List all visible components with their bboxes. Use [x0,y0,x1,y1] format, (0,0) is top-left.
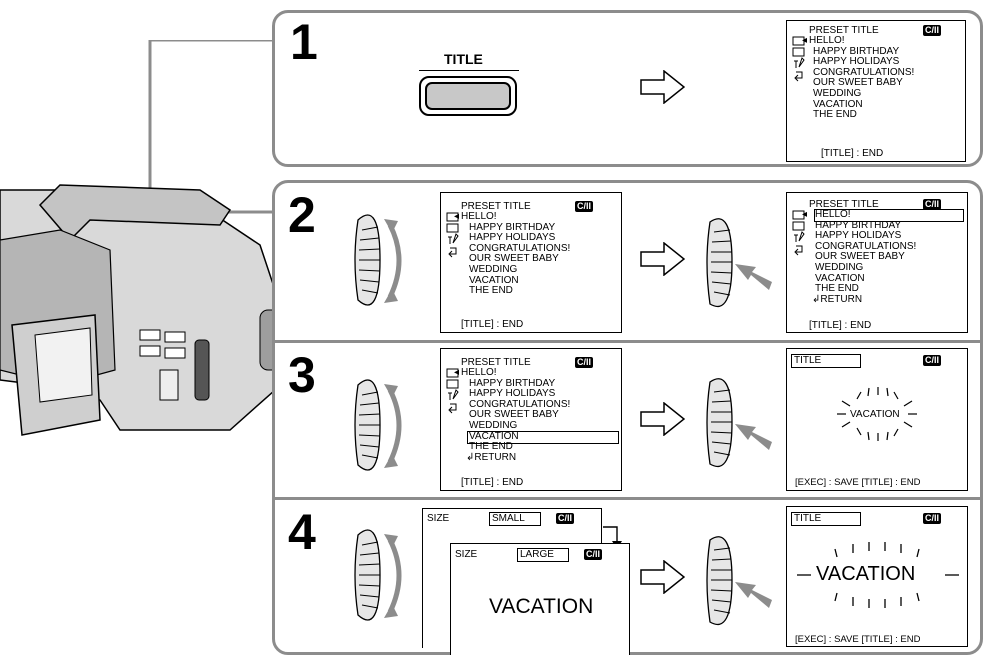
next-arrow-icon [640,560,685,594]
menu-item-return[interactable]: RETURN [820,293,863,305]
selection-highlight [467,431,619,444]
control-dial-rotate-icon [354,529,402,621]
step-number: 1 [290,14,318,70]
screen-footer: [EXEC] : SAVE [TITLE] : END [795,634,921,645]
size-label: SIZE [427,513,450,524]
title-button[interactable] [419,76,517,116]
menu-item[interactable]: WEDDING [815,261,864,273]
divider [274,340,981,343]
menu-icons [792,210,805,256]
menu-item[interactable]: THE END [815,283,859,295]
preset-title-screen: PRESET TITLE C/II ◂HELLO! HAPPY BIRTHDAY… [440,348,622,491]
title-preview-text: VACATION [816,563,916,585]
menu-list: ◂HELLO! HAPPY BIRTHDAY HAPPY HOLIDAYS CO… [802,209,917,305]
control-dial-press-icon [706,218,772,308]
title-button-rail [419,70,519,71]
menu-item[interactable]: THE END [469,285,513,297]
battery-icon: C/II [923,25,942,36]
title-label: TITLE [791,354,861,368]
menu-item[interactable]: HAPPY HOLIDAYS [813,56,900,68]
size-label: SIZE [455,549,478,560]
title-preview-screen: TITLE C/II VACATION [EXEC] : SAVE [TITLE… [786,348,968,491]
menu-header: PRESET TITLE [809,25,879,36]
selection-highlight [814,209,964,222]
battery-icon: C/II [556,513,575,524]
control-dial-rotate-icon [354,214,402,306]
menu-icons [792,36,805,82]
size-value-small: SMALL [489,512,541,526]
battery-icon: C/II [923,355,942,366]
menu-item[interactable]: VACATION [815,272,865,284]
preset-title-screen: PRESET TITLE C/II ◂HELLO! HAPPY BIRTHDAY… [786,20,966,162]
battery-icon: C/II [575,201,594,212]
menu-icons [446,212,459,258]
title-preview-screen: TITLE C/II VACATION [EXEC] : SAVE [TITLE… [786,506,968,647]
menu-item[interactable]: HAPPY HOLIDAYS [469,388,556,400]
menu-item[interactable]: CONGRATULATIONS! [469,242,571,254]
menu-footer: [TITLE] : END [809,320,872,331]
camcorder-illustration [0,40,286,436]
title-button-label: TITLE [444,51,483,67]
title-preview-text: VACATION [850,409,900,420]
menu-item[interactable]: HAPPY HOLIDAYS [815,230,902,242]
menu-item[interactable]: OUR SWEET BABY [469,253,559,265]
menu-header: PRESET TITLE [461,357,531,368]
menu-list: ◂HELLO! HAPPY BIRTHDAY HAPPY HOLIDAYS CO… [802,35,915,121]
menu-icons [446,368,459,414]
title-label: TITLE [791,512,861,526]
menu-item[interactable]: THE END [469,441,513,453]
menu-item[interactable]: THE END [813,109,857,121]
sparkle-icon [797,542,959,608]
menu-item[interactable]: CONGRATULATIONS! [813,66,915,78]
menu-item[interactable]: WEDDING [469,419,518,431]
menu-item[interactable]: VACATION [469,430,519,442]
step-number: 3 [288,347,316,403]
menu-item[interactable]: HAPPY HOLIDAYS [469,232,556,244]
menu-header: PRESET TITLE [809,199,879,210]
menu-item[interactable]: CONGRATULATIONS! [815,240,917,252]
battery-icon: C/II [923,513,942,524]
menu-item[interactable]: WEDDING [813,87,862,99]
menu-item[interactable]: HAPPY BIRTHDAY [469,221,556,233]
control-dial-rotate-icon [354,379,402,471]
menu-item[interactable]: OUR SWEET BABY [815,251,905,263]
control-dial-press-icon [706,378,772,468]
menu-item[interactable]: HAPPY BIRTHDAY [469,377,556,389]
menu-header: PRESET TITLE [461,201,531,212]
step-number: 2 [288,187,316,243]
sparkle-icon [837,387,917,441]
menu-item[interactable]: VACATION [813,98,863,110]
control-dial-press-icon [706,536,772,626]
menu-item-return[interactable]: RETURN [474,451,517,463]
battery-icon: C/II [584,549,603,560]
preset-title-screen: PRESET TITLE C/II ◂HELLO! HAPPY BIRTHDAY… [440,192,622,333]
menu-item[interactable]: HELLO! [461,211,497,222]
next-arrow-icon [640,70,685,104]
menu-item[interactable]: VACATION [469,274,519,286]
menu-footer: [TITLE] : END [461,319,524,330]
menu-item[interactable]: HAPPY BIRTHDAY [813,45,900,57]
menu-item[interactable]: WEDDING [469,263,518,275]
menu-item[interactable]: OUR SWEET BABY [813,77,903,89]
menu-item[interactable]: HAPPY BIRTHDAY [815,219,902,231]
menu-item[interactable]: HELLO! [461,367,497,378]
size-preview-text: VACATION [489,595,594,618]
size-large-screen: SIZE LARGE C/II VACATION [450,543,630,655]
preset-title-screen: PRESET TITLE C/II ◂HELLO! HAPPY BIRTHDAY… [786,192,968,333]
menu-list: ◂HELLO! HAPPY BIRTHDAY HAPPY HOLIDAYS CO… [454,211,571,297]
menu-item[interactable]: OUR SWEET BABY [469,409,559,421]
divider [274,497,981,500]
menu-footer: [TITLE] : END [461,477,524,488]
size-value-large: LARGE [517,548,569,562]
next-arrow-icon [640,242,685,276]
menu-list: ◂HELLO! HAPPY BIRTHDAY HAPPY HOLIDAYS CO… [454,367,571,463]
screen-footer: [EXEC] : SAVE [TITLE] : END [795,477,921,488]
next-arrow-icon [640,402,685,436]
menu-item[interactable]: CONGRATULATIONS! [469,398,571,410]
battery-icon: C/II [575,357,594,368]
menu-item[interactable]: HELLO! [809,35,845,46]
menu-footer: [TITLE] : END [821,148,884,159]
menu-item[interactable]: HELLO! [815,209,851,220]
step-number: 4 [288,504,316,560]
